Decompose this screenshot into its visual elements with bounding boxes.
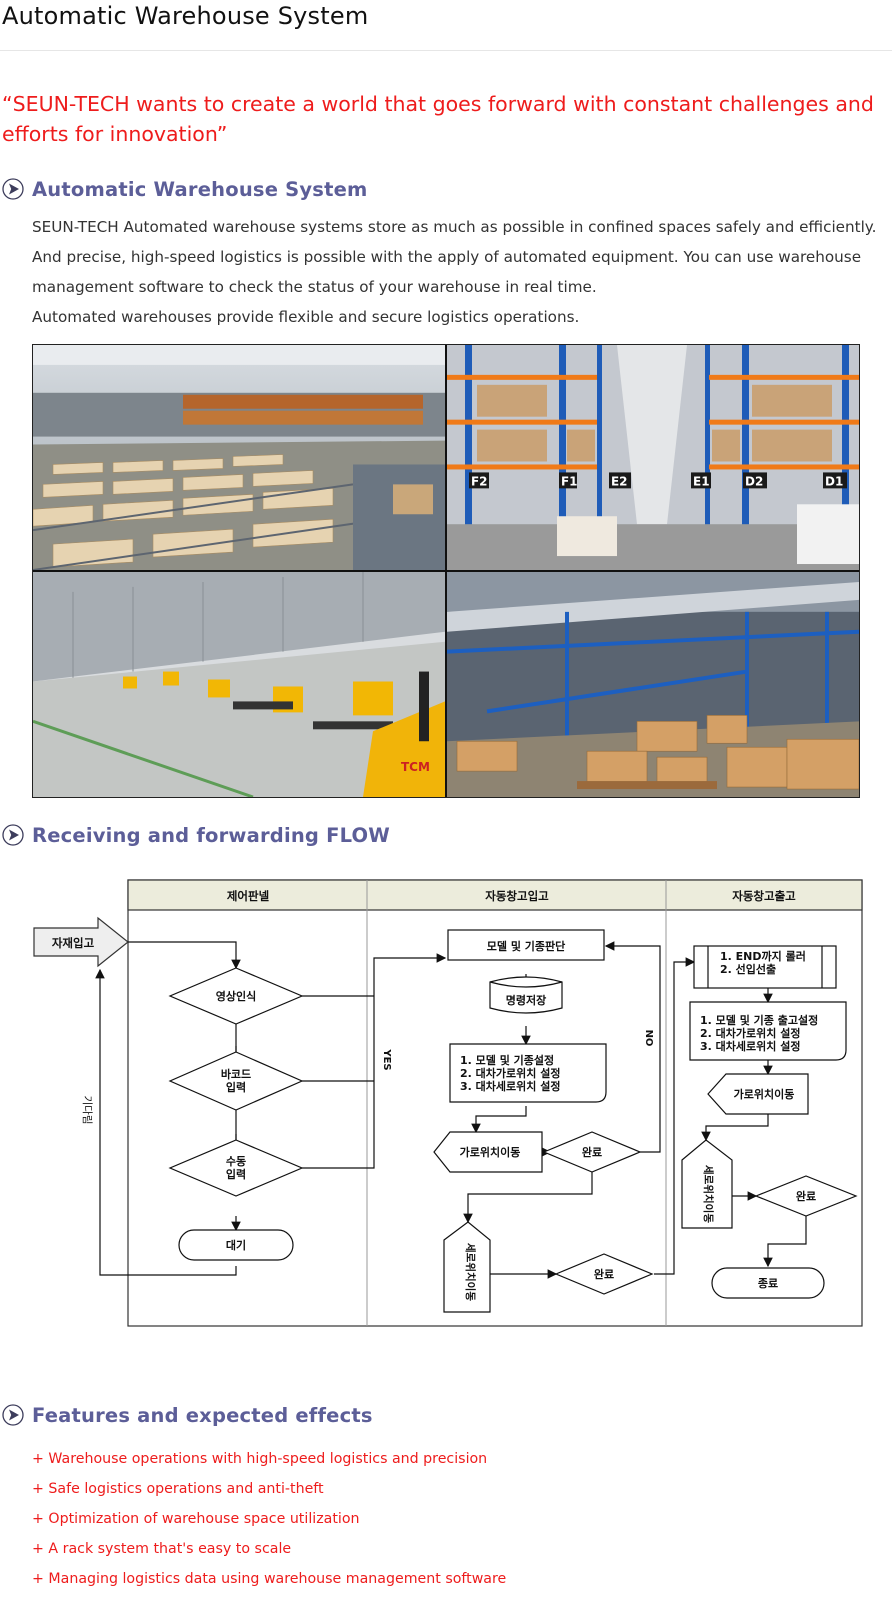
rack-label: F2 [471,474,488,488]
arrow-circle-icon [2,824,24,846]
photo-rack-aisle: F2 F1 E2 E1 D2 D1 [447,345,859,570]
overview-line: SEUN-TECH Automated warehouse systems st… [32,218,877,236]
display-move-horizontal-out [707,1073,809,1115]
label-out-set1: 1. 모델 및 기종 출고설정 [700,1013,818,1027]
decision-manual [168,1139,304,1197]
label-move-v-out: 세로위치이동 [702,1165,715,1223]
label-out-set2: 2. 대차가로위치 설정 [700,1026,800,1040]
section-title-overview: Automatic Warehouse System [32,177,368,201]
rack-label: D1 [825,474,843,488]
lane-header-panel: 제어판넬 [227,889,269,903]
arrow-circle-icon [2,178,24,200]
label-move-h-out: 가로위치이동 [734,1087,795,1101]
label-loop: 기다림 [81,1096,93,1125]
entry-label: 자재입고 [52,936,95,950]
list-item: + A rack system that's easy to scale [32,1541,292,1557]
section-header-overview: Automatic Warehouse System [2,176,368,202]
display-move-vertical-out [681,1139,733,1229]
terminal-end [711,1267,825,1299]
lane-header-bar [127,879,863,911]
label-command-save: 명령저장 [506,993,546,1007]
label-done-in-2: 완료 [594,1268,614,1281]
overview-line: Automated warehouses provide flexible an… [32,308,580,326]
entry-arrow-shape [33,916,129,968]
label-no: NO [643,1030,654,1047]
label-manual-1: 수동 [226,1155,246,1168]
box-outbound-settings [689,1001,847,1061]
label-inbound-step2: 2. 대차가로위치 설정 [460,1066,560,1080]
label-move-v-in: 세로위치이동 [464,1243,477,1301]
overview-paragraph: SEUN-TECH Automated warehouse systems st… [32,212,882,332]
lane-header-inbound: 자동창고입고 [485,889,549,903]
rack-label: D2 [745,474,763,488]
box-model-judge [447,929,605,961]
label-end: 종료 [758,1277,778,1290]
label-model-judge: 모델 및 기종판단 [487,939,566,953]
decision-done-out [754,1175,858,1217]
box-inbound-settings [449,1043,607,1103]
photo-conveyor-boxes [33,345,445,570]
rack-label: F1 [561,474,578,488]
label-done-out: 완료 [796,1190,816,1203]
warehouse-photo-grid: F2 F1 E2 E1 D2 D1 [32,344,860,798]
slogan: “SEUN-TECH wants to create a world that … [2,92,874,146]
lane-header-outbound: 자동창고출고 [732,889,796,903]
section-title-flow: Receiving and forwarding FLOW [32,823,391,847]
list-item: + Safe logistics operations and anti-the… [32,1481,324,1497]
process-outbound-roller [693,945,837,989]
display-move-horizontal-in [433,1131,543,1173]
display-move-vertical-in [443,1221,491,1313]
forklift-brand: TCM [401,760,430,774]
overview-line: And precise, high-speed logistics is pos… [32,248,862,266]
label-done-in-1: 완료 [582,1146,602,1159]
label-barcode-1: 바코드 [221,1067,251,1081]
label-out-step2: 2. 선입선출 [720,962,776,976]
label-manual-2: 입력 [226,1168,246,1181]
feature-list: + Warehouse operations with high-speed l… [32,1444,882,1594]
section-header-features: Features and expected effects [2,1402,373,1428]
decision-done-in-1 [542,1131,642,1173]
rack-label: E1 [693,474,710,488]
label-inbound-step3: 3. 대차세로위치 설정 [460,1079,560,1093]
rack-label: E2 [611,474,628,488]
title-divider [0,50,892,51]
arrow-circle-icon [2,1404,24,1426]
label-yes: YES [381,1048,392,1070]
flowchart: 제어판넬 자동창고입고 자동창고출고 자재입고 [0,870,892,1330]
label-out-step1: 1. END까지 롤러 [720,949,806,963]
label-barcode-2: 입력 [226,1081,246,1094]
label-out-set3: 3. 대차세로위치 설정 [700,1039,800,1053]
section-title-features: Features and expected effects [32,1403,373,1427]
list-item: + Optimization of warehouse space utiliz… [32,1511,360,1527]
list-item: + Warehouse operations with high-speed l… [32,1451,488,1467]
label-image-recognition: 영상인식 [216,989,256,1003]
photo-forklift-hall: TCM [33,572,445,797]
label-inbound-step1: 1. 모델 및 기종설정 [460,1053,554,1067]
list-item: + Managing logistics data using warehous… [32,1571,507,1587]
label-wait: 대기 [226,1238,246,1252]
photo-mezzanine-conveyor [447,572,859,797]
section-header-flow: Receiving and forwarding FLOW [2,822,390,848]
page-title: Automatic Warehouse System [2,2,369,30]
terminal-wait [178,1229,294,1261]
decision-done-in-2 [554,1253,654,1295]
label-move-h-in: 가로위치이동 [460,1145,521,1159]
overview-line: management software to check the status … [32,278,597,296]
